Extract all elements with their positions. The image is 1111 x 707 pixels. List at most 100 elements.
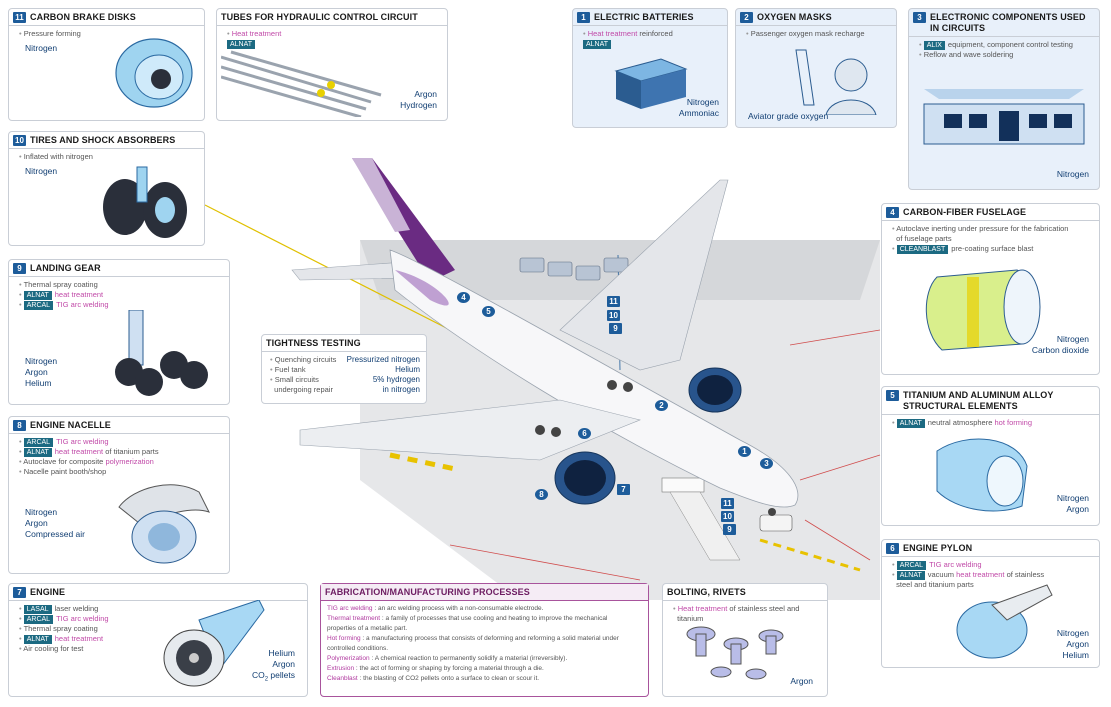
product-tag: ARCAL	[896, 561, 927, 570]
panel-number: 2	[740, 12, 753, 23]
aircraft-badge-2[interactable]: 2	[655, 400, 668, 411]
panel-title: LANDING GEAR	[30, 263, 101, 273]
aircraft-badge-3[interactable]: 3	[760, 458, 773, 469]
product-tag: CLEANBLAST	[896, 245, 949, 254]
panel-title: TITANIUM AND ALUMINUM ALLOY	[903, 390, 1054, 400]
gas-argon: Argon	[272, 659, 295, 669]
aircraft-badge-10b[interactable]: 10	[721, 511, 734, 522]
process-line: polymerization	[105, 457, 154, 466]
panel-number: 10	[13, 135, 26, 146]
panel-title: BOLTING, RIVETS	[667, 587, 746, 597]
gas-co2-pellets: CO2 pellets	[251, 670, 295, 683]
aircraft-badge-8[interactable]: 8	[535, 489, 548, 500]
gas-ammoniac: Ammoniac	[678, 108, 719, 118]
brake-disk-icon	[115, 38, 193, 108]
product-tag: ALNAT	[227, 40, 256, 49]
aircraft-badge-5[interactable]: 5	[482, 306, 495, 317]
process-line: Heat treatment	[231, 29, 282, 38]
panel-number: 9	[13, 263, 26, 274]
gas-hydrogen: Hydrogen	[400, 100, 437, 110]
aircraft-badge-10[interactable]: 10	[607, 310, 620, 321]
test-gas: in nitrogen	[382, 385, 420, 394]
engine-nacelle-icon	[118, 484, 210, 564]
gas-nitrogen: Nitrogen	[25, 356, 58, 366]
battery-icon	[614, 58, 688, 109]
glossary-list: TIG arc welding : an arc welding process…	[321, 601, 648, 684]
process-line: neutral atmosphere	[927, 418, 993, 427]
process-line: TIG arc welding	[56, 614, 109, 623]
panel-number: 11	[13, 12, 26, 23]
panel-tubes-hydraulic: TUBES FOR HYDRAULIC CONTROL CIRCUIT • He…	[216, 8, 448, 121]
aircraft-badge-1[interactable]: 1	[738, 446, 751, 457]
test-label: undergoing repair	[274, 385, 333, 394]
glossary-item: Cleanblast : the blasting of CO2 pellets…	[327, 675, 540, 682]
panel-title-line2: IN CIRCUITS	[930, 23, 986, 33]
panel-title: FABRICATION/MANUFACTURING PROCESSES	[325, 587, 530, 597]
panel-fabrication-processes: FABRICATION/MANUFACTURING PROCESSES TIG …	[320, 583, 649, 697]
process-line: TIG arc welding	[56, 300, 109, 309]
glossary-item: Polymerization : A chemical reaction to …	[327, 655, 568, 662]
aircraft-badge-9b[interactable]: 9	[723, 524, 736, 535]
gas-helium: Helium	[1062, 650, 1089, 660]
process-line: reinforced	[639, 29, 673, 38]
process-line: vacuum	[927, 570, 955, 579]
gas-list: Nitrogen	[25, 43, 58, 53]
process-line: Thermal spray coating	[23, 280, 98, 289]
process-line: Heat treatment	[587, 29, 638, 38]
panel-title: ENGINE NACELLE	[30, 420, 111, 430]
aircraft-badge-7[interactable]: 7	[617, 484, 630, 495]
aircraft-badge-11[interactable]: 11	[607, 296, 620, 307]
gas-list: Nitrogen	[1056, 169, 1089, 179]
process-line: Thermal spray coating	[23, 624, 98, 633]
panel-number: 4	[886, 207, 899, 218]
panel-number: 8	[13, 420, 26, 431]
jet-engine-icon	[163, 600, 265, 687]
gas-compressed-air: Compressed air	[25, 529, 85, 539]
hydraulic-tubes-icon	[221, 50, 382, 117]
pilot-oxygen-mask-icon	[795, 49, 877, 115]
product-tag: ALNAT	[896, 419, 925, 428]
gas-nitrogen: Nitrogen	[25, 507, 58, 517]
aircraft-badge-11b[interactable]: 11	[721, 498, 734, 509]
panel-title: ENGINE	[30, 587, 66, 597]
panel-title: ENGINE PYLON	[903, 543, 973, 553]
process-line: Autoclave for composite	[23, 457, 104, 466]
process-line: of stainless	[1006, 570, 1045, 579]
process-line: heat treatment	[956, 570, 1005, 579]
tires-icon	[103, 166, 187, 238]
panel-number: 1	[577, 12, 590, 23]
panel-title-line2: STRUCTURAL ELEMENTS	[903, 401, 1018, 411]
product-tag: ALNAT	[896, 571, 925, 580]
panel-title: TUBES FOR HYDRAULIC CONTROL CIRCUIT	[221, 12, 418, 22]
panel-number: 5	[886, 390, 899, 401]
structural-element-icon	[936, 438, 1028, 512]
product-tag: ALNAT	[23, 448, 52, 457]
process-line: equipment, component control testing	[947, 40, 1073, 49]
aircraft-badge-9[interactable]: 9	[609, 323, 622, 334]
panel-title: CARBON-FIBER FUSELAGE	[903, 207, 1027, 217]
aircraft-badge-6[interactable]: 6	[578, 428, 591, 439]
panel-title: ELECTRIC BATTERIES	[594, 12, 694, 22]
fuselage-section-icon	[925, 269, 1041, 351]
product-tag: LASAL	[23, 605, 52, 614]
process-line: heat treatment	[54, 634, 104, 643]
gas-list: Aviator grade oxygen	[748, 111, 829, 121]
panel-title: TIRES AND SHOCK ABSORBERS	[30, 135, 176, 145]
aircraft-badge-4[interactable]: 4	[457, 292, 470, 303]
process-line: Air cooling for test	[23, 644, 84, 653]
gas-list: Nitrogen	[25, 166, 58, 176]
glossary-item: TIG arc welding : an arc welding process…	[327, 605, 544, 612]
test-label: Small circuits	[274, 375, 319, 384]
gas-argon: Argon	[25, 518, 48, 528]
product-tag: ARCAL	[23, 301, 54, 310]
process-line: Heat treatment	[677, 604, 728, 613]
panel-number: 6	[886, 543, 899, 554]
product-tag: ALIX	[923, 41, 945, 50]
process-line: Pressure forming	[23, 29, 81, 38]
engine-pylon-icon	[956, 584, 1053, 659]
